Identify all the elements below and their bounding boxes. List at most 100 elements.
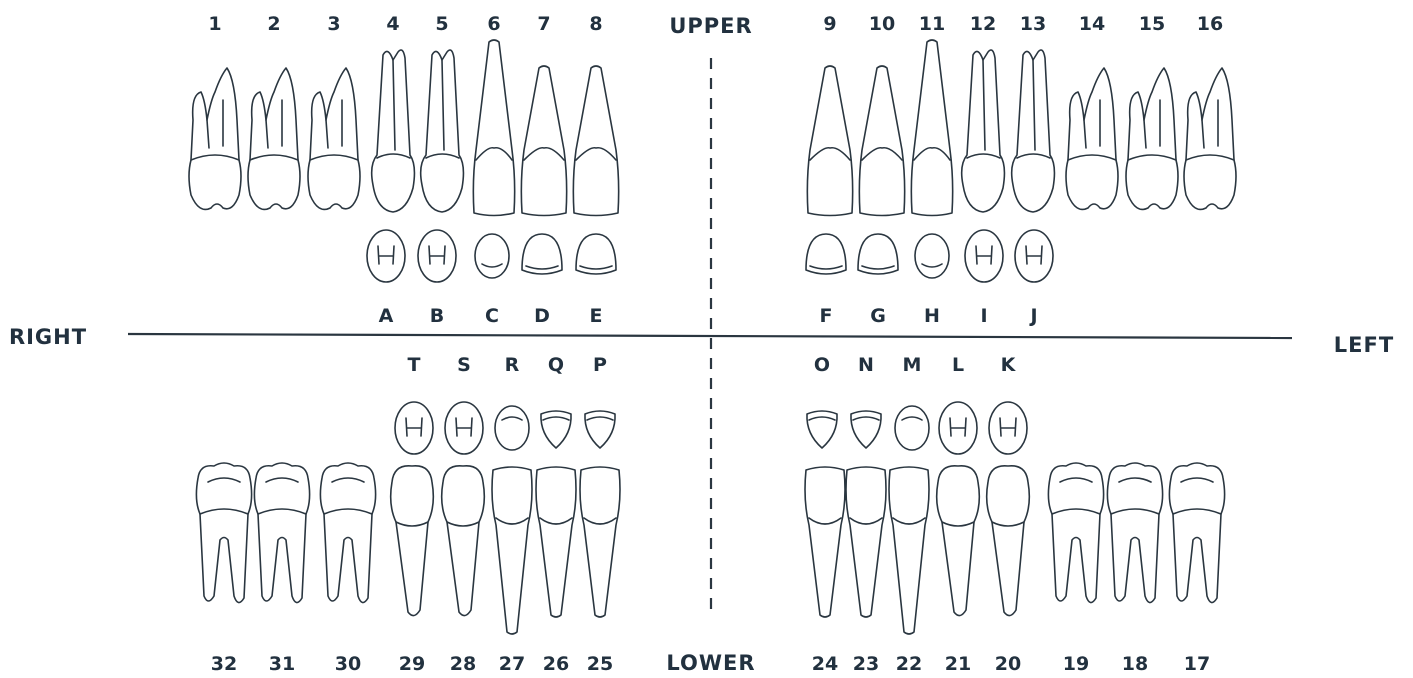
tooth-number-15: 15 <box>1139 13 1165 35</box>
tooth-number-2: 2 <box>267 13 280 35</box>
tooth-D[interactable]: D <box>522 234 562 327</box>
tooth-8[interactable]: 8 <box>573 13 618 216</box>
tooth-letter-L: L <box>952 354 964 376</box>
tooth-I[interactable]: I <box>965 230 1003 327</box>
tooth-letter-M: M <box>903 354 922 376</box>
tooth-F[interactable]: F <box>806 234 846 327</box>
tooth-number-12: 12 <box>970 13 996 35</box>
tooth-24[interactable]: 24 <box>805 467 845 675</box>
tooth-number-6: 6 <box>487 13 500 35</box>
tooth-17[interactable]: 17 <box>1169 463 1224 675</box>
tooth-32[interactable]: 32 <box>196 463 251 675</box>
tooth-number-17: 17 <box>1184 653 1210 675</box>
tooth-A[interactable]: A <box>367 230 405 327</box>
tooth-Q[interactable]: Q <box>541 354 571 448</box>
tooth-number-19: 19 <box>1063 653 1089 675</box>
tooth-letter-I: I <box>980 305 987 327</box>
tooth-T[interactable]: T <box>395 354 433 454</box>
tooth-N[interactable]: N <box>851 354 881 448</box>
tooth-5[interactable]: 5 <box>421 13 464 212</box>
tooth-number-5: 5 <box>435 13 448 35</box>
tooth-number-28: 28 <box>450 653 476 675</box>
tooth-number-21: 21 <box>945 653 971 675</box>
tooth-B[interactable]: B <box>418 230 456 327</box>
tooth-26[interactable]: 26 <box>536 467 576 675</box>
tooth-G[interactable]: G <box>858 234 898 327</box>
tooth-number-22: 22 <box>896 653 922 675</box>
tooth-10[interactable]: 10 <box>859 13 904 216</box>
tooth-22[interactable]: 22 <box>889 467 929 675</box>
tooth-18[interactable]: 18 <box>1107 463 1162 675</box>
tooth-number-13: 13 <box>1020 13 1046 35</box>
tooth-letter-K: K <box>1001 354 1017 376</box>
tooth-S[interactable]: S <box>445 354 483 454</box>
tooth-number-11: 11 <box>919 13 945 35</box>
tooth-number-24: 24 <box>812 653 838 675</box>
tooth-number-8: 8 <box>589 13 602 35</box>
tooth-25[interactable]: 25 <box>580 467 620 675</box>
tooth-letter-S: S <box>457 354 471 376</box>
tooth-letter-P: P <box>593 354 607 376</box>
tooth-H[interactable]: H <box>915 234 949 327</box>
tooth-number-31: 31 <box>269 653 295 675</box>
tooth-L[interactable]: L <box>939 354 977 454</box>
tooth-23[interactable]: 23 <box>846 467 886 675</box>
tooth-19[interactable]: 19 <box>1048 463 1103 675</box>
tooth-number-32: 32 <box>211 653 237 675</box>
tooth-number-4: 4 <box>386 13 399 35</box>
tooth-letter-R: R <box>505 354 520 376</box>
tooth-21[interactable]: 21 <box>937 466 980 675</box>
tooth-K[interactable]: K <box>989 354 1027 454</box>
tooth-number-23: 23 <box>853 653 879 675</box>
tooth-letter-N: N <box>858 354 874 376</box>
tooth-J[interactable]: J <box>1015 230 1053 327</box>
tooth-9[interactable]: 9 <box>807 13 852 216</box>
tooth-number-7: 7 <box>537 13 550 35</box>
tooth-29[interactable]: 29 <box>391 466 434 675</box>
tooth-number-16: 16 <box>1197 13 1223 35</box>
tooth-number-18: 18 <box>1122 653 1148 675</box>
tooth-20[interactable]: 20 <box>987 466 1030 675</box>
tooth-6[interactable]: 6 <box>473 13 514 216</box>
tooth-R[interactable]: R <box>495 354 529 450</box>
tooth-30[interactable]: 30 <box>320 463 375 675</box>
tooth-number-1: 1 <box>208 13 221 35</box>
tooth-number-27: 27 <box>499 653 525 675</box>
tooth-12[interactable]: 12 <box>962 13 1005 212</box>
tooth-16[interactable]: 16 <box>1184 13 1236 209</box>
tooth-31[interactable]: 31 <box>254 463 309 675</box>
tooth-7[interactable]: 7 <box>521 13 566 216</box>
left-label: LEFT <box>1334 333 1394 357</box>
tooth-number-30: 30 <box>335 653 361 675</box>
upper-label: UPPER <box>669 14 752 38</box>
tooth-letter-D: D <box>534 305 550 327</box>
tooth-3[interactable]: 3 <box>308 13 360 209</box>
tooth-letter-E: E <box>590 305 603 327</box>
tooth-4[interactable]: 4 <box>372 13 415 212</box>
tooth-2[interactable]: 2 <box>248 13 300 209</box>
tooth-E[interactable]: E <box>576 234 616 327</box>
tooth-letter-F: F <box>820 305 833 327</box>
tooth-number-9: 9 <box>823 13 836 35</box>
tooth-O[interactable]: O <box>807 354 837 448</box>
tooth-C[interactable]: C <box>475 234 509 327</box>
tooth-14[interactable]: 14 <box>1066 13 1118 209</box>
horizontal-divider <box>128 334 1292 338</box>
tooth-11[interactable]: 11 <box>911 13 952 216</box>
tooth-letter-J: J <box>1028 305 1037 327</box>
tooth-letter-T: T <box>408 354 421 376</box>
tooth-27[interactable]: 27 <box>492 467 532 675</box>
tooth-P[interactable]: P <box>585 354 615 448</box>
tooth-number-20: 20 <box>995 653 1021 675</box>
tooth-13[interactable]: 13 <box>1012 13 1055 212</box>
tooth-number-10: 10 <box>869 13 895 35</box>
tooth-M[interactable]: M <box>895 354 929 450</box>
lower-label: LOWER <box>666 651 755 675</box>
tooth-number-14: 14 <box>1079 13 1105 35</box>
tooth-15[interactable]: 15 <box>1126 13 1178 209</box>
tooth-letter-H: H <box>924 305 940 327</box>
tooth-1[interactable]: 1 <box>189 13 241 209</box>
tooth-28[interactable]: 28 <box>442 466 485 675</box>
